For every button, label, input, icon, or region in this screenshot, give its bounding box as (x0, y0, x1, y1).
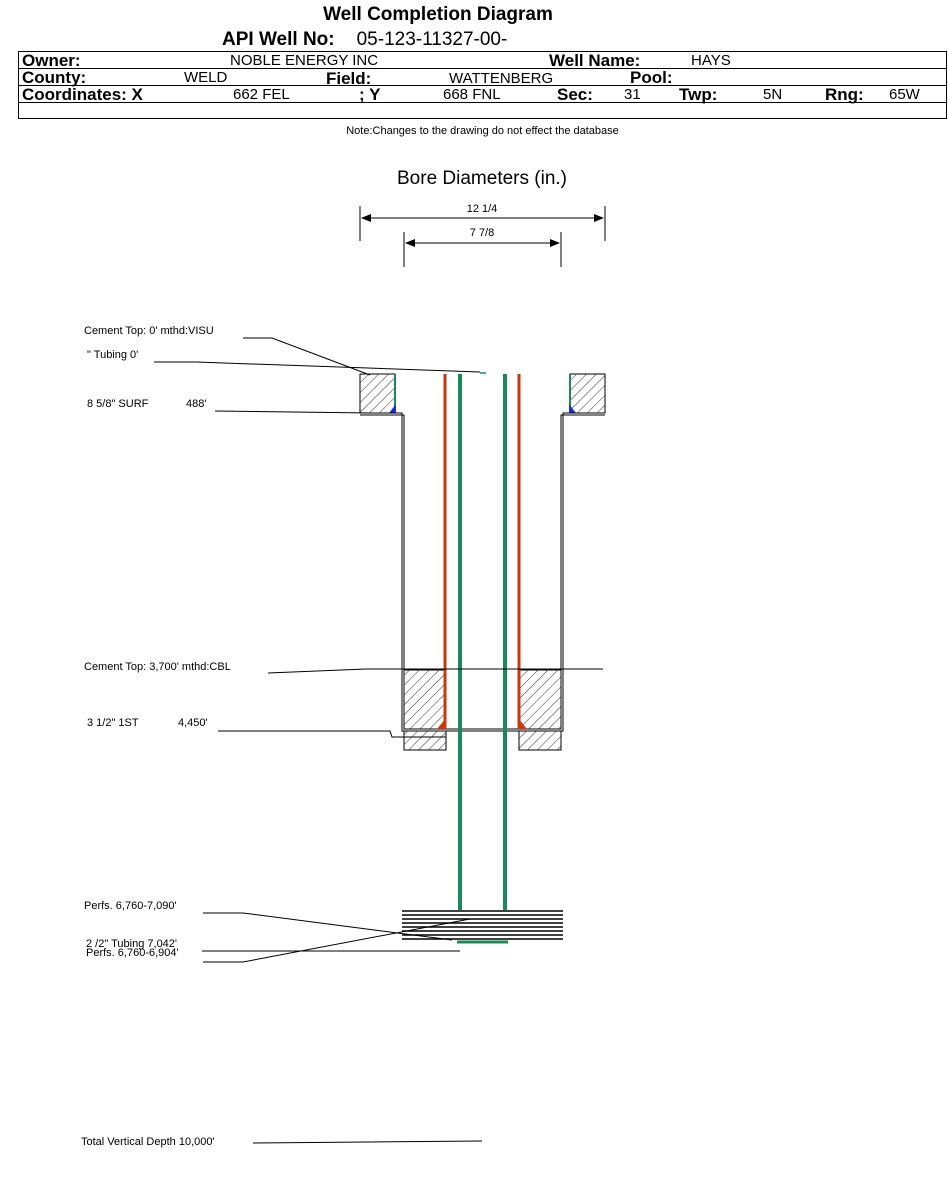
well-name-value: HAYS (691, 52, 731, 69)
label-perfs-1: Perfs. 6,760-7,090' (84, 900, 177, 912)
production-cement-right (519, 669, 562, 730)
surface-cement-right (569, 373, 606, 414)
coord-y-value: 668 FNL (443, 86, 501, 103)
label-surf-casing: 8 5/8" SURF (87, 398, 149, 410)
label-tubing-bottom: 2 /2" Tubing 7,042' (86, 938, 177, 950)
label-prod-depth: 4,450' (178, 717, 208, 729)
county-value: WELD (184, 69, 228, 86)
production-cement-left (403, 669, 446, 730)
bore-dimension-inner: 7 7/8 (403, 227, 562, 267)
surface-shoe-right (569, 404, 576, 413)
api-row: API Well No: 05-123-11327-00- (222, 29, 507, 51)
bore-dimension-outer: 12 1/4 (359, 203, 606, 241)
bore-inner-label: 7 7/8 (470, 227, 494, 239)
label-tvd: Total Vertical Depth 10,000' (81, 1136, 215, 1148)
leader-surf-casing (214, 410, 371, 414)
owner-value: NOBLE ENERGY INC (230, 52, 379, 69)
perforation-zone (402, 910, 563, 940)
production-shoe-right (518, 718, 527, 729)
leader-tubing-top (154, 361, 481, 373)
twp-value: 5N (763, 86, 783, 103)
label-surf-depth: 488' (186, 398, 206, 410)
coord-x-label: Coordinates: X (22, 85, 143, 104)
bore-diameters-title: Bore Diameters (in.) (397, 168, 567, 189)
leader-perfs-1 (203, 912, 453, 941)
leader-cement-top-1 (243, 337, 371, 376)
rng-label: Rng: (825, 85, 864, 104)
label-prod-casing: 3 1/2" 1ST (87, 717, 139, 729)
well-name-label: Well Name: (549, 51, 641, 70)
label-perfs-2: Perfs. 6,760-6,904' (86, 947, 179, 959)
owner-label: Owner: (22, 51, 81, 70)
sec-label: Sec: (557, 85, 593, 104)
production-shoe-left (437, 718, 446, 729)
county-label: County: (22, 68, 87, 87)
rng-value: 65W (889, 86, 920, 103)
pool-label: Pool: (630, 68, 673, 87)
field-label: Field: (326, 69, 372, 88)
api-label: API Well No: (222, 29, 335, 50)
leader-perfs-2 (203, 918, 471, 963)
database-note: Note:Changes to the drawing do not effec… (346, 125, 619, 137)
twp-label: Twp: (679, 85, 718, 104)
shoe-cement-right (518, 730, 562, 751)
leader-prod-casing (218, 730, 446, 738)
api-value: 05-123-11327-00- (356, 29, 508, 50)
coord-x-value: 662 FEL (233, 86, 290, 103)
leader-cement-top-2 (267, 668, 603, 674)
field-value: WATTENBERG (449, 70, 554, 87)
well-info-table: Owner: NOBLE ENERGY INC Well Name: HAYS … (18, 51, 947, 119)
sec-value: 31 (624, 86, 641, 103)
label-cement-top-1: Cement Top: 0' mthd:VISU (84, 325, 214, 337)
coord-y-label: ; Y (359, 85, 381, 104)
leader-tvd (252, 1140, 483, 1144)
label-cement-top-2: Cement Top: 3,700' mthd:CBL (84, 661, 231, 673)
label-tubing-top: " Tubing 0' (87, 349, 138, 361)
surface-cement-left (359, 373, 396, 414)
surface-shoe-left (389, 404, 396, 413)
diagram-title: Well Completion Diagram (323, 4, 553, 25)
shoe-cement-left (403, 730, 447, 751)
wellbore-outline (360, 412, 605, 732)
bore-outer-label: 12 1/4 (467, 203, 498, 215)
